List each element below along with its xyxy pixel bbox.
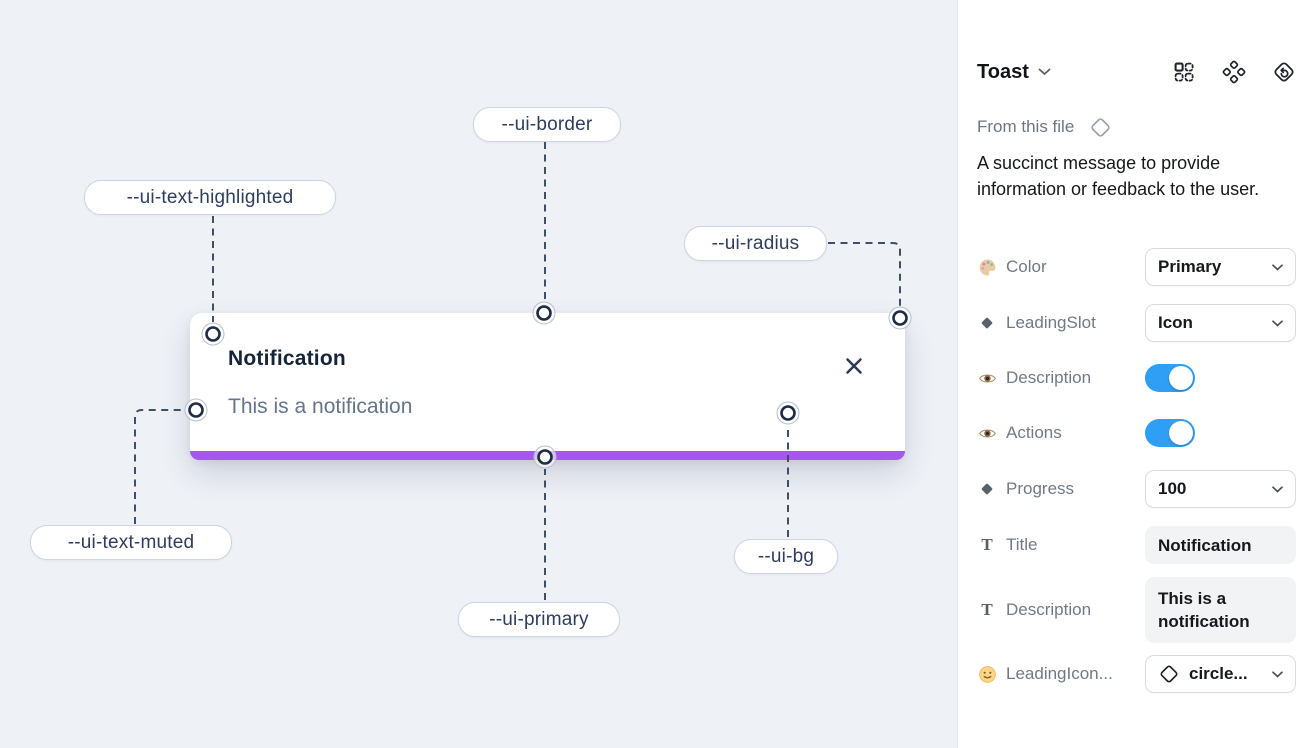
inspector-panel: Toast [957, 0, 1312, 748]
close-icon[interactable] [843, 355, 865, 377]
prop-label-progress: Progress [977, 479, 1074, 499]
prop-label-title: T Title [977, 535, 1037, 555]
chevron-down-icon[interactable] [1038, 68, 1051, 76]
diamond-outline-icon[interactable] [1088, 115, 1113, 140]
prop-row-progress: Progress 100 [977, 470, 1296, 508]
prop-label-description-field: T Description [977, 600, 1091, 620]
component-description: A succinct message to provide informatio… [977, 153, 1260, 199]
prop-row-leadingicon: LeadingIcon... circle... [977, 655, 1296, 693]
source-label: From this file [977, 117, 1075, 136]
return-diamond-icon[interactable] [1272, 60, 1296, 84]
toggle-knob [1169, 366, 1193, 390]
toast-progress-bar [190, 451, 905, 460]
leadingslot-select[interactable]: Icon [1145, 304, 1296, 342]
diamond-icon [977, 481, 997, 497]
prop-row-description-toggle: Description [977, 359, 1296, 397]
title-field[interactable]: Notification [1145, 526, 1296, 564]
toast-description: This is a notification [228, 395, 413, 418]
prop-row-actions-toggle: Actions [977, 414, 1296, 452]
toggle-knob [1169, 421, 1193, 445]
leadingicon-select[interactable]: circle... [1145, 655, 1296, 693]
toast-component-preview[interactable]: Notification This is a notification [190, 313, 905, 460]
description-field[interactable]: This is a notification [1145, 577, 1296, 643]
description-toggle[interactable] [1145, 364, 1195, 392]
prop-row-leadingslot: LeadingSlot Icon [977, 304, 1296, 342]
eye-icon [977, 369, 997, 388]
chevron-down-icon [1272, 670, 1283, 678]
progress-select[interactable]: 100 [1145, 470, 1296, 508]
variants-icon[interactable] [1222, 60, 1246, 84]
token-pill-ui-text-muted[interactable]: --ui-text-muted [30, 525, 232, 560]
color-select[interactable]: Primary [1145, 248, 1296, 286]
prop-row-color: Color Primary [977, 248, 1296, 286]
smiley-icon [977, 665, 997, 684]
chevron-down-icon [1272, 319, 1283, 327]
toast-title: Notification [228, 347, 346, 370]
component-title: Toast [977, 60, 1029, 83]
prop-label-color: Color [977, 257, 1047, 277]
prop-label-description: Description [977, 368, 1091, 388]
palette-icon [977, 258, 997, 277]
text-type-icon: T [981, 600, 993, 619]
token-pill-ui-bg[interactable]: --ui-bg [734, 539, 838, 574]
token-pill-ui-border[interactable]: --ui-border [473, 107, 621, 142]
panel-header: Toast [977, 56, 1296, 88]
chevron-down-icon [1272, 485, 1283, 493]
prop-label-leadingicon: LeadingIcon... [977, 664, 1113, 684]
token-pill-ui-primary[interactable]: --ui-primary [458, 602, 620, 637]
prop-row-title: T Title Notification [977, 526, 1296, 564]
eye-icon [977, 424, 997, 443]
prop-label-leadingslot: LeadingSlot [977, 313, 1096, 333]
diamond-outline-icon [1158, 663, 1180, 685]
instance-grid-icon[interactable] [1172, 60, 1196, 84]
token-pill-ui-radius[interactable]: --ui-radius [684, 226, 827, 261]
token-pill-ui-text-highlighted[interactable]: --ui-text-highlighted [84, 180, 336, 215]
diamond-icon [977, 315, 997, 331]
design-canvas[interactable]: Notification This is a notification --u [0, 0, 957, 748]
prop-label-actions: Actions [977, 423, 1062, 443]
source-row: From this file [977, 112, 1113, 142]
actions-toggle[interactable] [1145, 419, 1195, 447]
chevron-down-icon [1272, 263, 1283, 271]
prop-row-description-field: T Description This is a notification [977, 577, 1296, 643]
text-type-icon: T [981, 535, 993, 554]
